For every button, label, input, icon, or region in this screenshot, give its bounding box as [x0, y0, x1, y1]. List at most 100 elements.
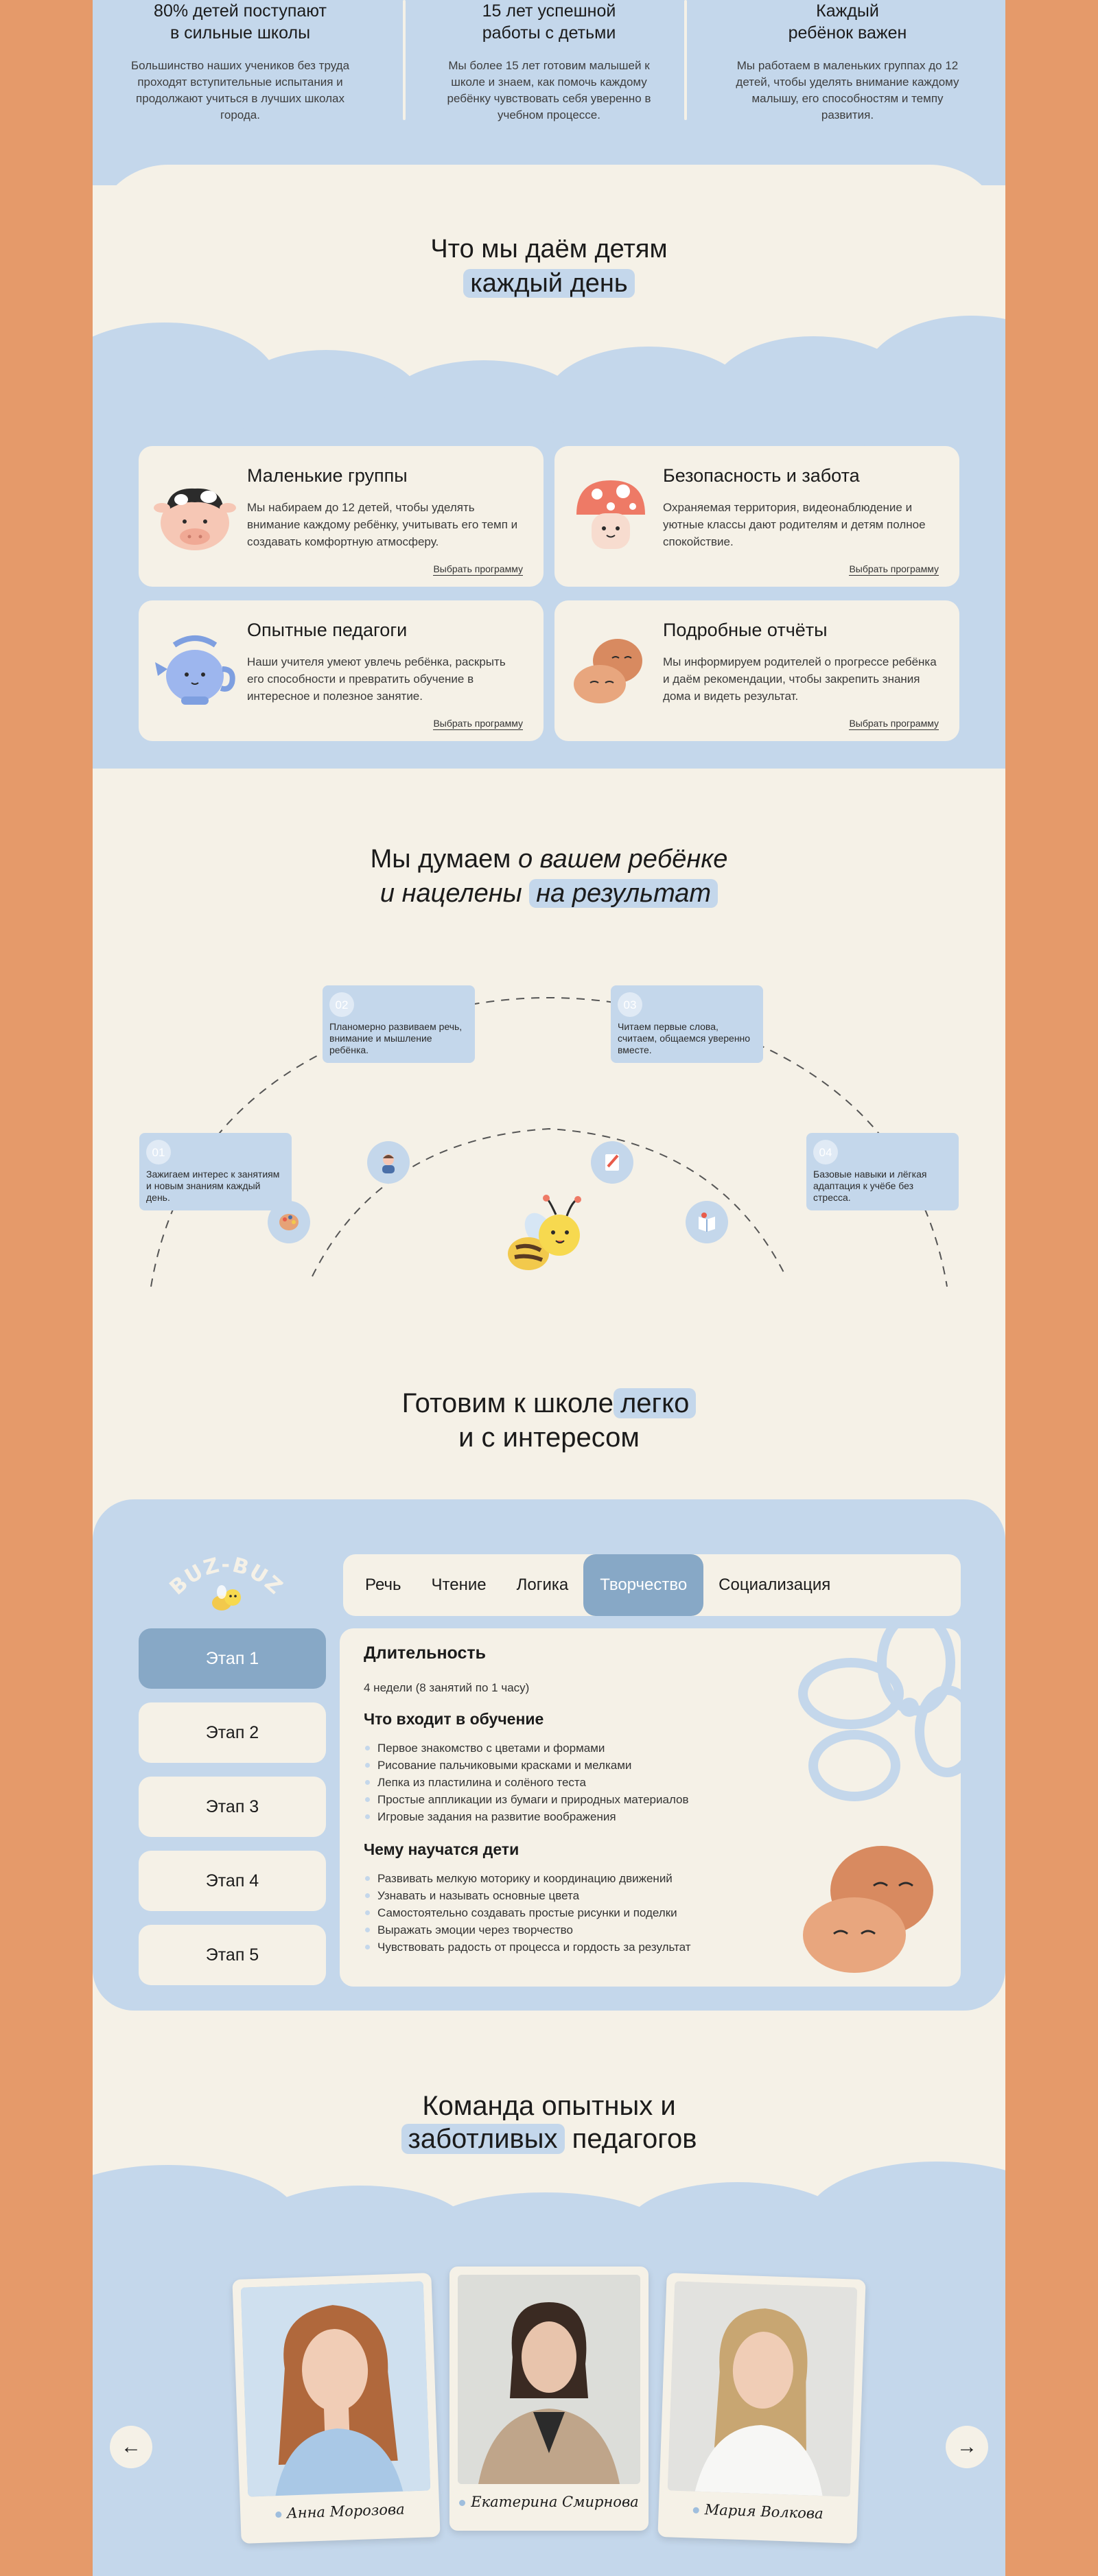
card-desc: Мы набираем до 12 детей, чтобы уделять в…	[247, 501, 518, 548]
title-line: Мы думаем	[370, 845, 511, 874]
list-item: Чувствовать радость от процесса и гордос…	[364, 1939, 937, 1956]
list-item: Игровые задания на развитие воображения	[364, 1808, 937, 1825]
cow-icon	[154, 488, 236, 550]
program-tabs: Речь Чтение Логика Творчество Социализац…	[343, 1554, 961, 1616]
logo-graphic: BUZ-BUZ	[165, 1553, 286, 1611]
cloud-decoration	[422, 2192, 669, 2275]
teacher-card[interactable]: Екатерина Смирнова	[449, 2267, 649, 2531]
card-small-groups[interactable]: Маленькие группы Мы набираем до 12 детей…	[139, 446, 544, 587]
notebook-icon	[605, 1154, 619, 1171]
program-section: BUZ-BUZ Речь Чтение Логика Творчество Со…	[93, 1499, 1005, 2011]
teapot-icon	[155, 635, 235, 705]
card-teachers[interactable]: Опытные педагоги Наши учителя умеют увле…	[139, 600, 544, 741]
title-line: и с интересом	[458, 1422, 640, 1453]
teacher-name: Мария Волкова	[666, 2500, 850, 2522]
list-item: Простые аппликации из бумаги и природных…	[364, 1791, 937, 1808]
teacher-name: Анна Морозова	[248, 2500, 432, 2522]
learn-title: Чему научатся дети	[364, 1840, 519, 1858]
team-section: ← → Анна Морозова	[93, 2162, 1005, 2576]
title-italic: и нацелены	[379, 879, 522, 908]
next-arrow-button[interactable]: →	[946, 2426, 988, 2468]
card-safety[interactable]: Безопасность и забота Охраняемая террито…	[554, 446, 959, 587]
step-02: 02 Планомерно развиваем речь, внимание и…	[323, 985, 475, 1063]
step-03: 03 Читаем первые слова, считаем, общаемс…	[611, 985, 763, 1063]
stage-1-button[interactable]: Этап 1	[139, 1628, 326, 1689]
card-reports[interactable]: Подробные отчёты Мы информируем родителе…	[554, 600, 959, 741]
give-section: Что мы даём детям каждый день Маленькие …	[93, 165, 1005, 769]
stage-4-button[interactable]: Этап 4	[139, 1851, 326, 1911]
title-line: Команда опытных и	[422, 2091, 676, 2121]
stat-desc: Большинство наших учеников без труда про…	[130, 59, 350, 121]
palette-icon	[279, 1214, 299, 1230]
choose-program-link[interactable]: Выбрать программу	[849, 718, 939, 730]
teacher-card[interactable]: Мария Волкова	[657, 2273, 866, 2544]
stage-5-button[interactable]: Этап 5	[139, 1925, 326, 1985]
teacher-portrait	[667, 2281, 858, 2497]
list-item: Самостоятельно создавать простые рисунки…	[364, 1904, 937, 1921]
choose-program-link[interactable]: Выбрать программу	[433, 563, 523, 576]
card-title: Подробные отчёты	[663, 620, 828, 640]
step-number: 01	[146, 1140, 171, 1164]
title-italic: о вашем ребёнке	[517, 845, 728, 874]
step-number: 02	[329, 992, 354, 1017]
title-line: Готовим к школе	[401, 1388, 614, 1418]
title-line: педагогов	[572, 2124, 697, 2154]
tab-logic[interactable]: Логика	[516, 1576, 569, 1594]
title-highlight: каждый день	[463, 269, 635, 298]
title-highlight: на результат	[529, 879, 719, 908]
cloud-decoration	[806, 2162, 1005, 2278]
list-item: Первое знакомство с цветами и формами	[364, 1740, 937, 1757]
section-title: Команда опытных и заботливых педагогов	[93, 2089, 1005, 2155]
stage-2-button[interactable]: Этап 2	[139, 1702, 326, 1763]
card-desc: Наши учителя умеют увлечь ребёнка, раскр…	[247, 655, 506, 703]
stat-desc: Мы более 15 лет готовим малышей к школе …	[447, 59, 651, 121]
palette-bubble	[268, 1201, 310, 1243]
tab-speech[interactable]: Речь	[365, 1576, 401, 1594]
learn-list: Развивать мелкую моторику и координацию …	[364, 1870, 937, 1956]
potatoes-icon	[574, 639, 642, 703]
duration-title: Длительность	[364, 1643, 487, 1663]
tab-reading[interactable]: Чтение	[431, 1576, 487, 1594]
step-number: 03	[618, 992, 642, 1017]
card-desc: Охраняемая территория, видеонаблюдение и…	[663, 501, 926, 548]
card-title: Маленькие группы	[247, 465, 408, 486]
tab-socialization[interactable]: Социализация	[719, 1576, 831, 1594]
prev-arrow-button[interactable]: ←	[110, 2426, 152, 2468]
stat-title: в сильные школы	[170, 23, 311, 43]
buzbuz-logo: BUZ-BUZ	[165, 1544, 286, 1613]
stat-title: 80% детей поступают	[154, 1, 327, 21]
title-highlight: легко	[613, 1388, 697, 1418]
stage-details-panel: Длительность 4 недели (8 занятий по 1 ча…	[340, 1628, 961, 1987]
stage-3-button[interactable]: Этап 3	[139, 1777, 326, 1837]
stat-title: ребёнок важен	[788, 23, 907, 43]
stat-title: 15 лет успешной	[482, 1, 616, 21]
book-bubble	[686, 1201, 728, 1243]
tab-creativity[interactable]: Творчество	[583, 1554, 704, 1616]
choose-program-link[interactable]: Выбрать программу	[433, 718, 523, 730]
stage-list: Этап 1 Этап 2 Этап 3 Этап 4 Этап 5	[139, 1628, 326, 1999]
teacher-icon	[382, 1154, 395, 1173]
choose-program-link[interactable]: Выбрать программу	[849, 563, 939, 576]
teacher-photo	[667, 2281, 858, 2497]
stat-desc: Мы работаем в маленьких группах до 12 де…	[736, 59, 959, 121]
step-text: Зажигаем интерес к занятиям и новым знан…	[146, 1169, 280, 1203]
title-line: Что мы даём детям	[430, 235, 668, 264]
teacher-bubble	[367, 1141, 410, 1184]
flower-decoration	[798, 1628, 961, 1801]
list-item: Рисование пальчиковыми красками и мелкам…	[364, 1757, 937, 1774]
list-item: Развивать мелкую моторику и координацию …	[364, 1870, 937, 1887]
includes-list: Первое знакомство с цветами и формами Ри…	[364, 1740, 937, 1825]
step-number: 04	[813, 1140, 838, 1164]
teacher-name: Екатерина Смирнова	[458, 2494, 640, 2510]
teacher-portrait	[240, 2281, 431, 2497]
card-title: Безопасность и забота	[663, 465, 860, 486]
stat-title: Каждый	[816, 1, 879, 21]
section-title: Мы думаем о вашем ребёнке и нацелены на …	[93, 842, 1005, 911]
teacher-card[interactable]: Анна Морозова	[232, 2273, 441, 2544]
list-item: Выражать эмоции через творчество	[364, 1921, 937, 1939]
list-item: Лепка из пластилина и солёного теста	[364, 1774, 937, 1791]
